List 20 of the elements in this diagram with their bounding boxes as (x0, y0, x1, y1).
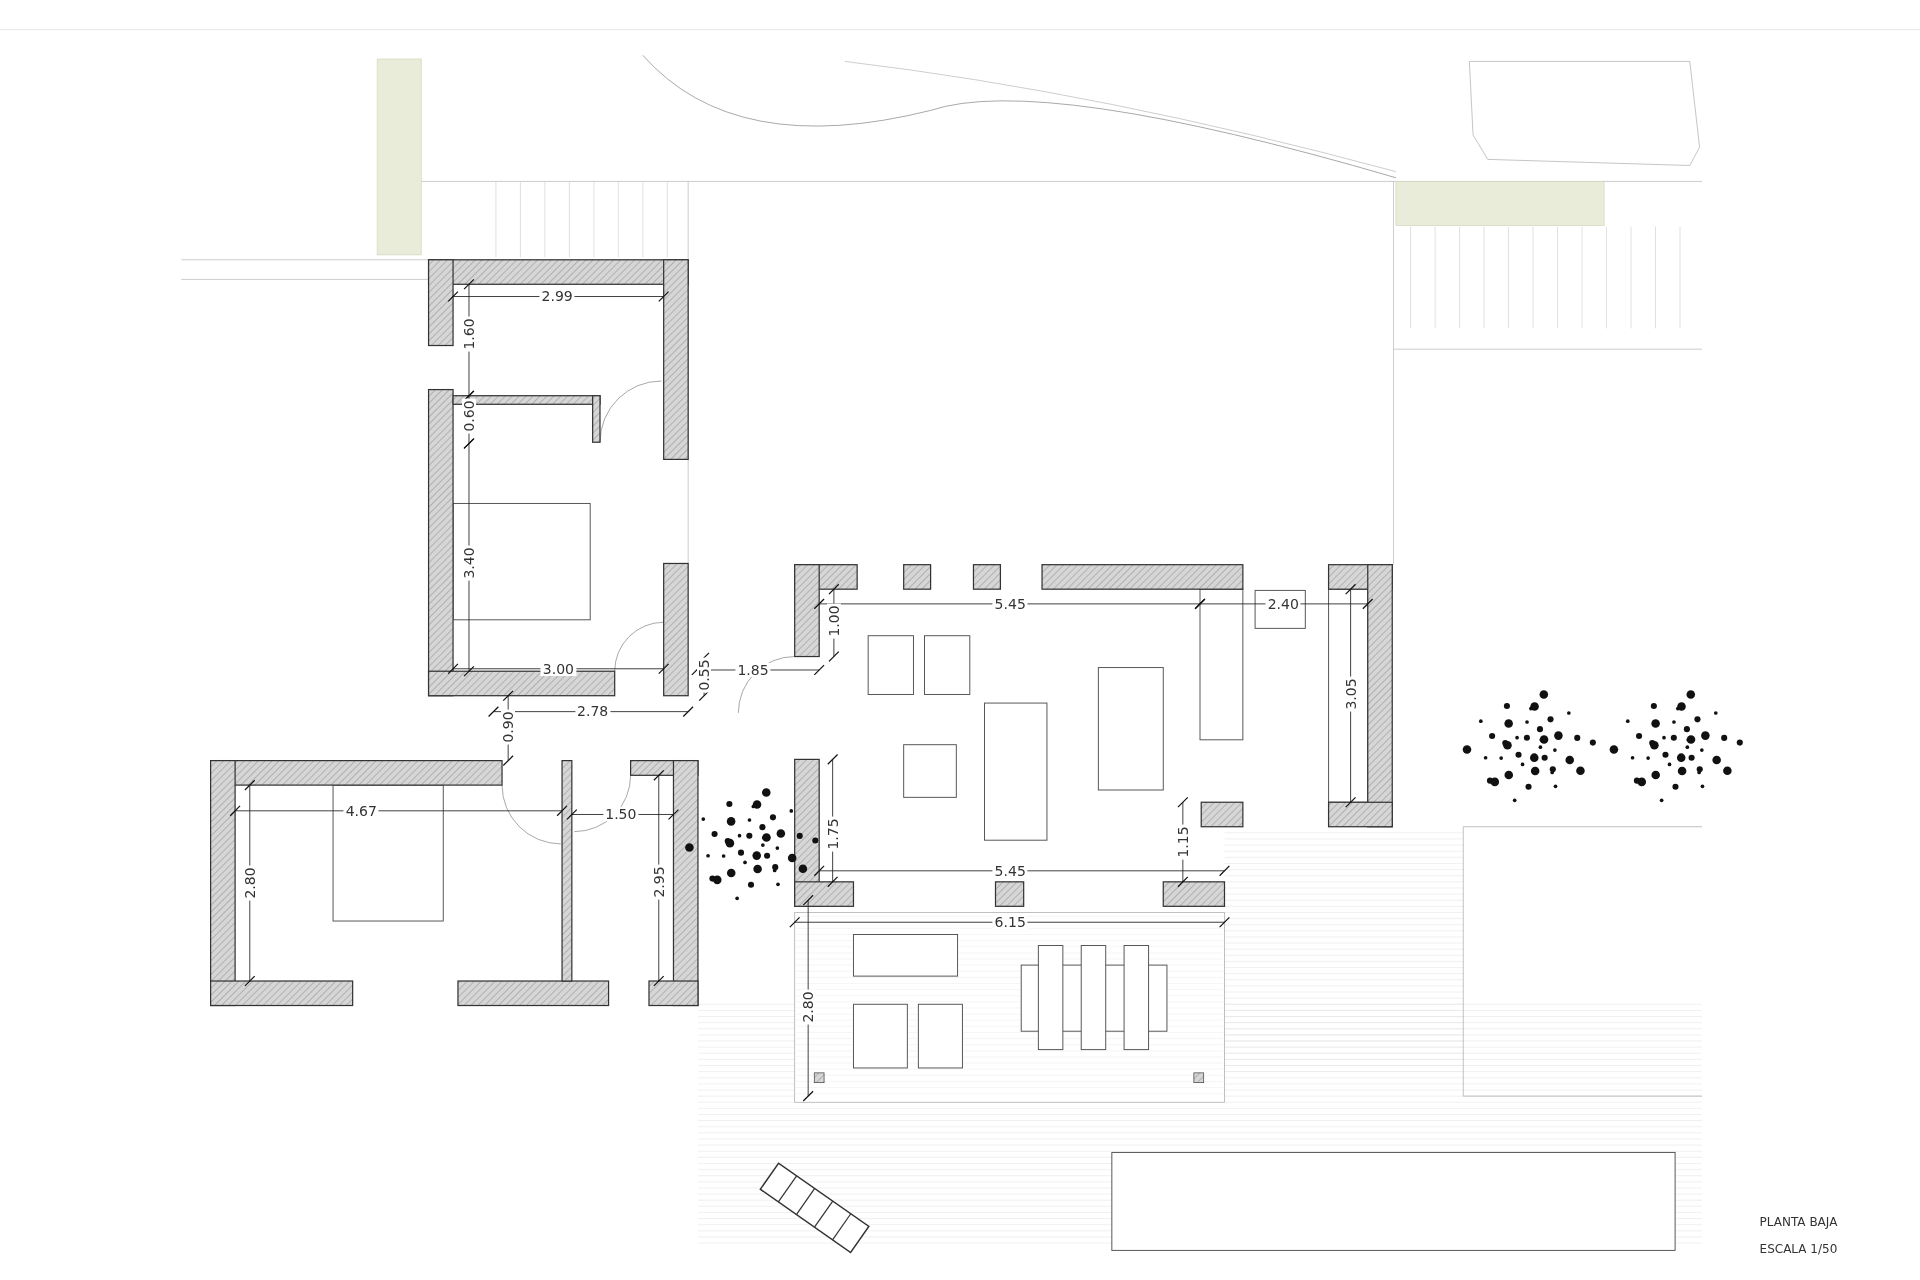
dimension-label: 3.00 (540, 661, 576, 676)
dimension-label: 0.55 (697, 657, 712, 693)
dimension-label: 5.45 (992, 596, 1028, 611)
dimension-label: 2.80 (801, 988, 816, 1025)
dimension-label: 6.15 (992, 915, 1028, 930)
dimension-label: 2.99 (539, 289, 575, 304)
drawing-note: PLANTA BAJA (1759, 1215, 1838, 1228)
dimension-label: 1.85 (735, 662, 771, 677)
dimension-label: 5.45 (992, 863, 1028, 878)
dimension-label: 1.15 (1175, 824, 1190, 860)
dimension-label: 1.60 (461, 316, 476, 352)
dimension-label: 2.80 (242, 865, 257, 901)
dimension-label: 0.90 (501, 709, 516, 745)
dimension-label: 0.60 (461, 398, 476, 434)
dimension-label: 1.75 (825, 816, 840, 852)
drawing-note: ESCALA 1/50 (1759, 1242, 1838, 1255)
dimension-label: 2.78 (575, 704, 611, 719)
dimension-label: 1.50 (603, 807, 639, 822)
dimension-label: 1.00 (826, 603, 841, 639)
dimension-label: 2.95 (651, 864, 666, 900)
